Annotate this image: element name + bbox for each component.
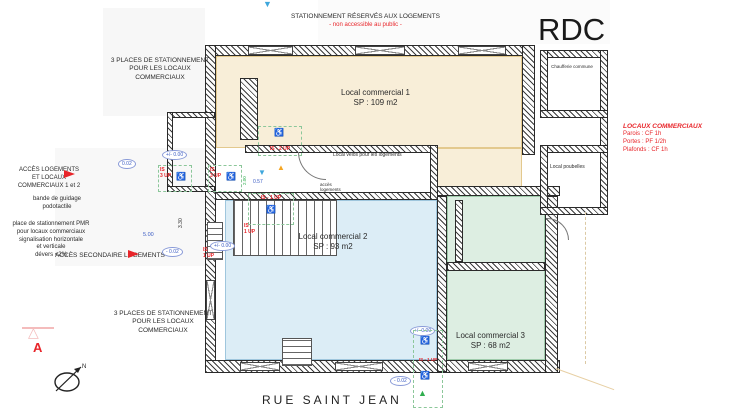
wheelchair-icon: ♿ <box>226 172 236 181</box>
wall-chaufferie-left <box>540 50 548 118</box>
elevation-marker: - 0.02 <box>390 376 411 386</box>
orange-triangle-icon: ▲ <box>277 163 285 172</box>
wall-local3-v <box>455 200 463 262</box>
accessibility-zone <box>158 165 192 192</box>
accessibility-zone <box>208 165 242 192</box>
wall-local3-h <box>447 262 545 271</box>
note-acces-main: ACCÈS LOGEMENTS ET LOCAUX COMMERCIAUX 1 … <box>17 167 81 189</box>
wheelchair-icon: ♿ <box>266 205 276 214</box>
is-label: IS - 1 UP <box>418 357 438 362</box>
fire-note-portes: Portes : PF 1/2h <box>623 139 667 146</box>
is-label: IS - 2 UP <box>269 146 291 152</box>
wall-right-upper <box>522 45 535 155</box>
room-area: SP : 93 m2 <box>313 242 353 252</box>
note-acces-secondaire: ACCÈS SECONDAIRE LOGEMENTS <box>55 252 165 259</box>
parking-zone-top <box>318 0 610 44</box>
page-title: RDC <box>538 12 606 47</box>
wheelchair-icon: ♿ <box>176 172 186 181</box>
room-label-local2: Local commercial 2 SP : 93 m2 <box>278 232 388 253</box>
fire-note-title: LOCAUX COMMERCIAUX <box>623 123 703 130</box>
blue-triangle-icon: ▼ <box>263 0 272 9</box>
window <box>355 46 405 55</box>
wall-poubelles-top <box>540 145 608 153</box>
room-label-local3: Local commercial 3 SP : 68 m2 <box>438 331 543 352</box>
fire-note-plafonds: Plafonds : CF 1h <box>623 147 668 154</box>
window <box>248 46 293 55</box>
room-name: Local commercial 3 <box>456 331 525 340</box>
is-label: IS 3 UP <box>210 167 222 179</box>
green-triangle-icon: ▲ <box>418 388 427 398</box>
door-arc <box>298 152 326 180</box>
dimension-label: 3.30 <box>178 218 184 228</box>
wheelchair-icon: ♿ <box>420 371 430 380</box>
wall-pillar <box>240 78 258 140</box>
note-parking-nw: 3 PLACES DE STATIONNEMENT POUR LES LOCAU… <box>110 57 210 81</box>
accessibility-zone <box>248 193 294 225</box>
room-label-chaufferie: Chaufferie commune <box>551 64 593 69</box>
wall-annex-right <box>600 50 608 215</box>
note-top-parking-sub: - non accessible au public - <box>329 22 402 28</box>
fire-note-parois: Parois : CF 1h <box>623 131 662 138</box>
section-cut-line <box>22 327 54 329</box>
local1-fill <box>216 56 522 148</box>
window <box>206 280 215 320</box>
wall-chaufferie-top <box>540 50 608 58</box>
street-label: RUE SAINT JEAN <box>262 393 402 407</box>
wheelchair-icon: ♿ <box>274 128 284 137</box>
accessibility-zone <box>258 126 302 156</box>
room-label-local1: Local commercial 1 SP : 109 m2 <box>318 88 433 109</box>
main-staircase <box>233 200 337 256</box>
is-label: IS 3 UP <box>160 167 172 179</box>
room-name: Local commercial 2 <box>298 232 368 241</box>
window <box>458 46 506 55</box>
dimension-label: 0.57 <box>253 179 263 185</box>
svg-text:N: N <box>82 364 86 370</box>
room-label-poubelles: Local poubelles <box>550 164 585 170</box>
wall-poubelles-left <box>540 145 548 215</box>
room-label-velos: Local vélos pour les logements <box>333 152 402 158</box>
wall-chaufferie-bottom <box>540 110 608 118</box>
note-top-parking: STATIONNEMENT RÉSERVÉS AUX LOGEMENTS <box>290 13 441 20</box>
window <box>335 362 383 371</box>
wall-porch-top <box>167 112 215 118</box>
dimension-label: 2.00 <box>242 176 247 185</box>
wall-velos-right <box>430 145 438 200</box>
red-arrow-icon <box>128 250 139 258</box>
is-label: IS - 1 UP <box>260 195 282 201</box>
section-letter: A <box>33 340 43 355</box>
dimension-label: 5.00 <box>143 232 154 238</box>
room-label-acces-logements: accès logements <box>320 182 341 193</box>
room-area: SP : 68 m2 <box>470 341 511 351</box>
wall-poubelles-bottom <box>540 207 608 215</box>
room-name: Local commercial 1 <box>341 88 410 97</box>
fire-note: LOCAUX COMMERCIAUX Parois : CF 1h Portes… <box>623 123 733 155</box>
room-area: SP : 109 m2 <box>353 98 398 108</box>
note-parking-sw: 3 PLACES DE STATIONNEMENT POUR LES LOCAU… <box>113 310 213 334</box>
window <box>468 362 508 371</box>
note-pmr: place de stationnement PMR pour locaux c… <box>12 221 90 259</box>
is-label: IS 1 UP <box>244 223 256 235</box>
elevation-marker: +/- 0.00 <box>162 150 188 160</box>
entry-steps-secondary <box>282 338 312 366</box>
wall-right-lower <box>545 196 558 373</box>
accessibility-zone <box>413 330 443 408</box>
note-bande-guidage: bande de guidage podotactile <box>32 196 82 210</box>
north-compass-icon: N <box>54 364 86 392</box>
local3-fill <box>447 196 545 360</box>
is-label: IS 1 UP <box>203 247 215 259</box>
red-arrow-icon <box>64 170 75 178</box>
elevation-marker: - 0.02 <box>162 247 183 257</box>
property-line-vertical <box>585 212 586 364</box>
elevation-marker: +/- 0.00 <box>210 241 236 251</box>
section-triangle-icon: △ <box>28 324 39 340</box>
window <box>240 362 280 371</box>
property-line-diagonal <box>555 368 615 391</box>
elevation-marker: 0.02 <box>118 159 136 169</box>
blue-triangle-icon: ▼ <box>258 168 266 177</box>
wheelchair-icon: ♿ <box>420 336 430 345</box>
parking-zone-nw <box>103 8 205 116</box>
door-arc <box>547 218 569 240</box>
